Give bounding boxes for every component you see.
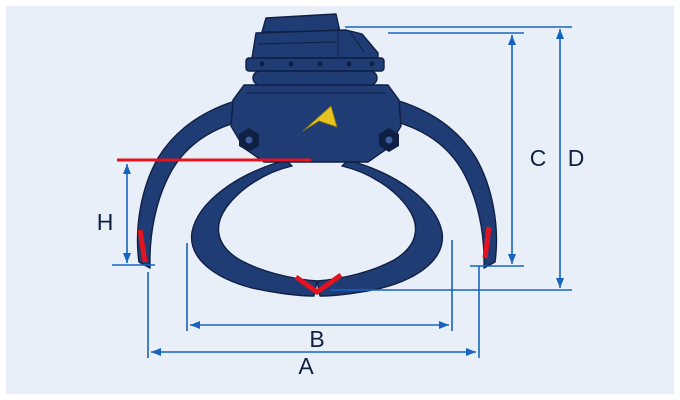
- rotator-assembly: [245, 13, 385, 86]
- dimension-c: C: [388, 32, 547, 267]
- dimension-label-d: D: [568, 145, 585, 171]
- dimension-label-c: C: [530, 145, 547, 171]
- dimension-d: D: [330, 26, 585, 291]
- inner-tine-left: [190, 159, 318, 297]
- dimension-b: B: [186, 240, 453, 352]
- grab-head: [230, 84, 402, 163]
- dimension-label-h: H: [97, 209, 114, 235]
- brand-logo-icon: [302, 105, 338, 132]
- rotator-bearing: [252, 70, 378, 86]
- dimension-label-b: B: [309, 326, 324, 352]
- claw-tip-marker-left: [137, 229, 148, 263]
- rotator-flange: [245, 57, 385, 72]
- dimension-label-a: A: [298, 353, 314, 379]
- dimension-annotations: H C D B: [97, 26, 585, 379]
- dimension-h: H: [97, 164, 155, 266]
- inner-tine-right: [316, 159, 444, 297]
- claw-tip-marker-bottom: [294, 272, 343, 296]
- claw-tip-marker-right: [482, 226, 492, 259]
- dimension-a: A: [147, 266, 480, 379]
- grab-machine-drawing: [136, 13, 498, 297]
- reference-markers: [117, 158, 492, 296]
